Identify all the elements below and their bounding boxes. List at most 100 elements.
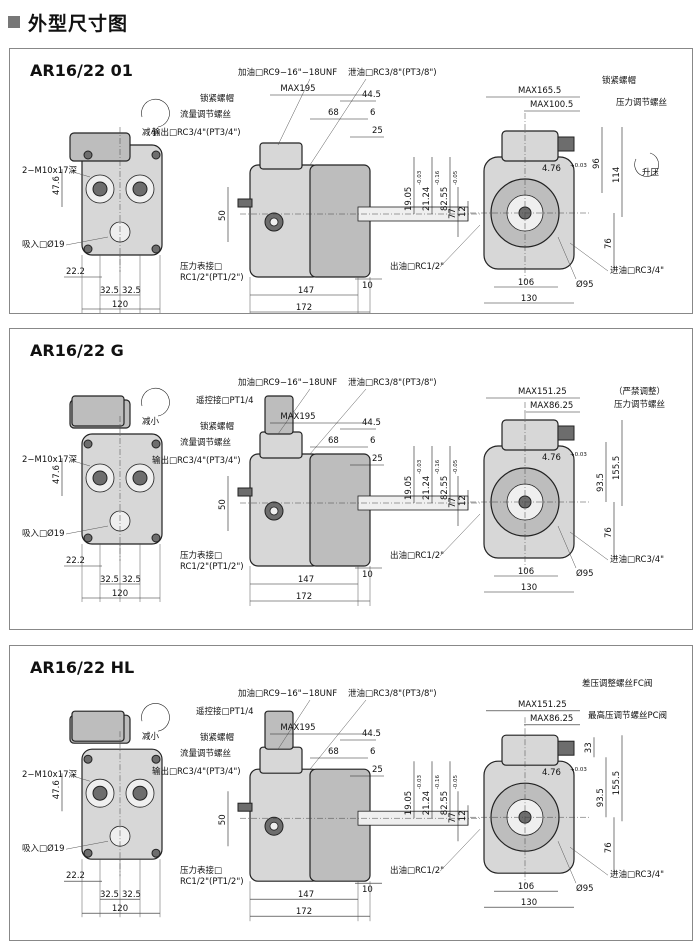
dim-172: 172 — [296, 592, 312, 602]
dim-d21: 21.24 — [422, 791, 432, 815]
dim-50: 50 — [218, 814, 228, 825]
dim-68: 68 — [328, 436, 339, 446]
diff-pressure-screw-label: 差压调整螺丝FC阀 — [582, 678, 652, 689]
outlet-port-label: 出油□RC1/2" — [390, 261, 444, 272]
dim-6: 6 — [370, 108, 375, 118]
dim-32-5b: 32.5 — [122, 890, 141, 900]
fill-port-label: 加油□RC9−16"−18UNF — [238, 688, 337, 699]
dim-172: 172 — [296, 303, 312, 313]
dim-d82-tolerance: -0.05 — [453, 774, 459, 789]
dim-130: 130 — [521, 583, 537, 593]
lock-nut-label: 锁紧螺帽 — [200, 93, 234, 104]
gauge-port-label: 压力表接□ — [180, 865, 222, 876]
dim-d19: 19.05 — [404, 791, 414, 815]
dim-6: 6 — [370, 747, 375, 757]
dim-4-76: 4.76 — [542, 164, 561, 174]
dim-47-6: 47.6 — [52, 176, 62, 195]
dim-106: 106 — [518, 882, 534, 892]
drain-port-label: 泄油□RC3/8"(PT3/8") — [348, 377, 437, 388]
end-view: MAX151.25MAX86.25（严禁调整）压力调节螺丝155.593.54.… — [390, 386, 666, 593]
drain-port-label: 泄油□RC3/8"(PT3/8") — [348, 67, 437, 78]
dim-44-5: 44.5 — [362, 418, 381, 428]
lock-nut-label: 锁紧螺帽 — [200, 421, 234, 432]
dim-d21: 21.24 — [422, 476, 432, 500]
thread-note: 2−M10x17深 — [22, 166, 78, 176]
dim-77: 77 — [448, 497, 458, 508]
dim-d82: 82.55 — [440, 476, 450, 500]
dim-130: 130 — [521, 294, 537, 304]
dim-d82-tolerance: -0.05 — [453, 170, 459, 185]
flow-screw-label: 流量调节螺丝 — [180, 748, 232, 759]
thread-note: 2−M10x17深 — [22, 770, 78, 780]
dim-d21-tolerance: -0.16 — [435, 774, 441, 789]
dim-96: 96 — [592, 158, 602, 169]
inlet-port-label: 进油□RC3/4" — [610, 869, 664, 880]
panel-title: AR16/22 HL — [30, 658, 135, 677]
output-port-label: 输出□RC3/4"(PT3/4") — [152, 127, 241, 138]
dim-68: 68 — [328, 747, 339, 757]
dim-d21-tolerance: -0.16 — [435, 170, 441, 185]
dim-max-b: MAX86.25 — [530, 714, 573, 724]
dim-d21: 21.24 — [422, 187, 432, 211]
dim-33: 33 — [584, 742, 594, 753]
dim-32-5a: 32.5 — [100, 575, 119, 585]
rotation-arrow-icon — [634, 152, 659, 177]
panel-title: AR16/22 01 — [30, 61, 133, 80]
dim-diameter-95: Ø95 — [576, 279, 594, 290]
decrease-label: 减小 — [142, 416, 160, 427]
dim-32-5b: 32.5 — [122, 575, 141, 585]
fill-port-label: 加油□RC9−16"−18UNF — [238, 67, 337, 78]
dim-10: 10 — [362, 281, 373, 291]
dim-155-5: 155.5 — [612, 456, 622, 480]
dim-12: 12 — [458, 810, 468, 821]
dim-d82: 82.55 — [440, 187, 450, 211]
dim-4-76-tolerance: +0.03 — [570, 767, 587, 773]
fill-port-label: 加油□RC9−16"−18UNF — [238, 377, 337, 388]
dim-25: 25 — [372, 454, 383, 464]
dim-147: 147 — [298, 286, 314, 296]
dim-106: 106 — [518, 278, 534, 288]
page-header: 外型尺寸图 — [8, 8, 128, 36]
dim-44-5: 44.5 — [362, 729, 381, 739]
dim-d19: 19.05 — [404, 476, 414, 500]
dim-d21-tolerance: -0.16 — [435, 459, 441, 474]
dim-25: 25 — [372, 126, 383, 136]
dim-76: 76 — [604, 527, 614, 538]
decrease-label: 减小 — [142, 127, 160, 138]
dim-76: 76 — [604, 238, 614, 249]
dim-50: 50 — [218, 210, 228, 221]
dim-76: 76 — [604, 842, 614, 853]
dim-d19-tolerance: -0.03 — [417, 774, 423, 789]
dim-d82-tolerance: -0.05 — [453, 459, 459, 474]
dim-d19-tolerance: -0.03 — [417, 170, 423, 185]
lock-nut-label: 锁紧螺帽 — [200, 732, 234, 743]
dim-68: 68 — [328, 108, 339, 118]
pressure-screw-label: 压力调节螺丝 — [614, 399, 666, 410]
remote-port-label: 遥控接□PT1/4 — [196, 706, 254, 717]
dim-44-5: 44.5 — [362, 90, 381, 100]
gauge-port-label: 压力表接□ — [180, 550, 222, 561]
rotation-arrow-icon — [141, 703, 170, 732]
dim-4-76: 4.76 — [542, 768, 561, 778]
increase-label: 升压 — [642, 167, 660, 178]
dim-max-a: MAX165.5 — [518, 86, 561, 96]
dim-diameter-95: Ø95 — [576, 568, 594, 579]
dim-d19: 19.05 — [404, 187, 414, 211]
outlet-port-label: 出油□RC1/2" — [390, 865, 444, 876]
dim-d19-tolerance: -0.03 — [417, 459, 423, 474]
dim-25: 25 — [372, 765, 383, 775]
decrease-label: 减小 — [142, 731, 160, 742]
dim-22-2: 22.2 — [66, 556, 85, 566]
dim-d82: 82.55 — [440, 791, 450, 815]
thread-note: 2−M10x17深 — [22, 455, 78, 465]
gauge-port-spec: RC1/2"(PT1/2") — [180, 562, 244, 572]
dim-32-5a: 32.5 — [100, 890, 119, 900]
dim-147: 147 — [298, 575, 314, 585]
gauge-port-spec: RC1/2"(PT1/2") — [180, 273, 244, 283]
dim-max-b: MAX100.5 — [530, 100, 573, 110]
dim-max-a: MAX151.25 — [518, 700, 567, 710]
